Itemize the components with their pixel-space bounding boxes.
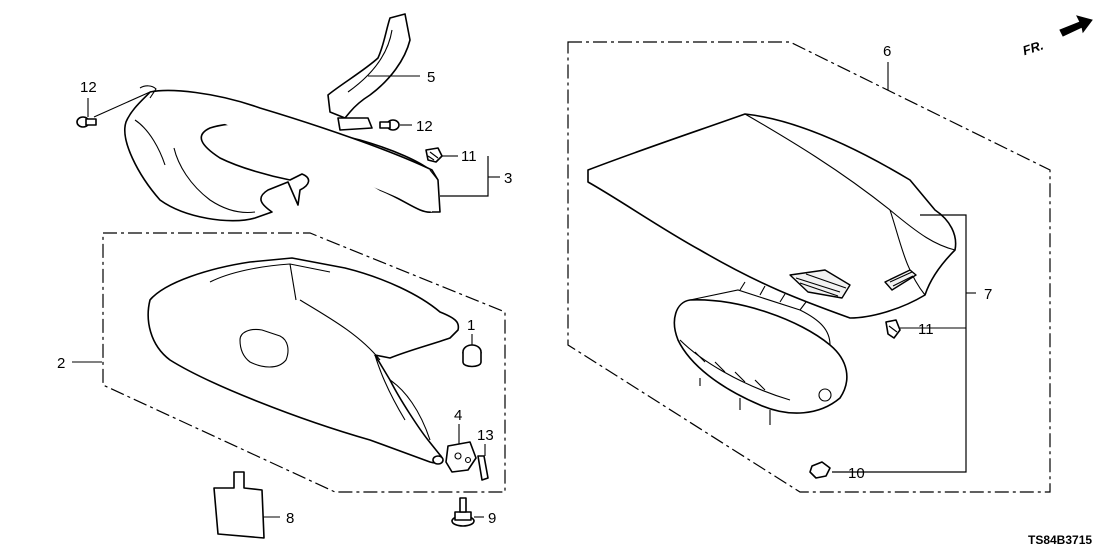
nut [809,461,831,479]
bumper-stop [462,344,482,368]
callout-11-right: 11 [918,321,934,338]
leader-lines [72,62,976,518]
mounting-bracket [327,13,411,131]
callout-11-upper: 11 [461,148,477,165]
callout-3: 3 [504,170,512,187]
callout-13: 13 [477,427,494,444]
clip-12-right [379,119,400,131]
front-direction-label: FR. [1021,37,1046,58]
callout-4: 4 [454,407,462,424]
clip-11-right [885,319,901,339]
glove-box-latch [445,441,477,473]
callout-10: 10 [848,465,865,482]
glove-box [147,257,460,465]
dashboard-lower-trim [124,85,441,222]
clip-12-left [76,116,97,128]
callout-12-left: 12 [80,79,97,96]
callout-2: 2 [57,355,65,372]
callout-9: 9 [488,510,496,527]
callout-7: 7 [984,286,992,303]
pin [477,455,489,481]
instrument-panel-cover [587,113,957,319]
front-direction-arrow-icon [1059,15,1093,37]
callout-5: 5 [427,69,435,86]
diagram-code: TS84B3715 [1028,533,1092,547]
airbag-module [673,281,848,425]
callout-12-right: 12 [416,118,433,135]
callout-1: 1 [467,317,475,334]
instrument-cover-assembly-outline [567,41,1051,493]
label-plate [213,471,265,539]
clip-11-upper [425,147,443,163]
callout-6: 6 [883,43,891,60]
callout-8: 8 [286,510,294,527]
bolt [451,497,475,527]
glove-box-assembly-outline [102,232,506,493]
